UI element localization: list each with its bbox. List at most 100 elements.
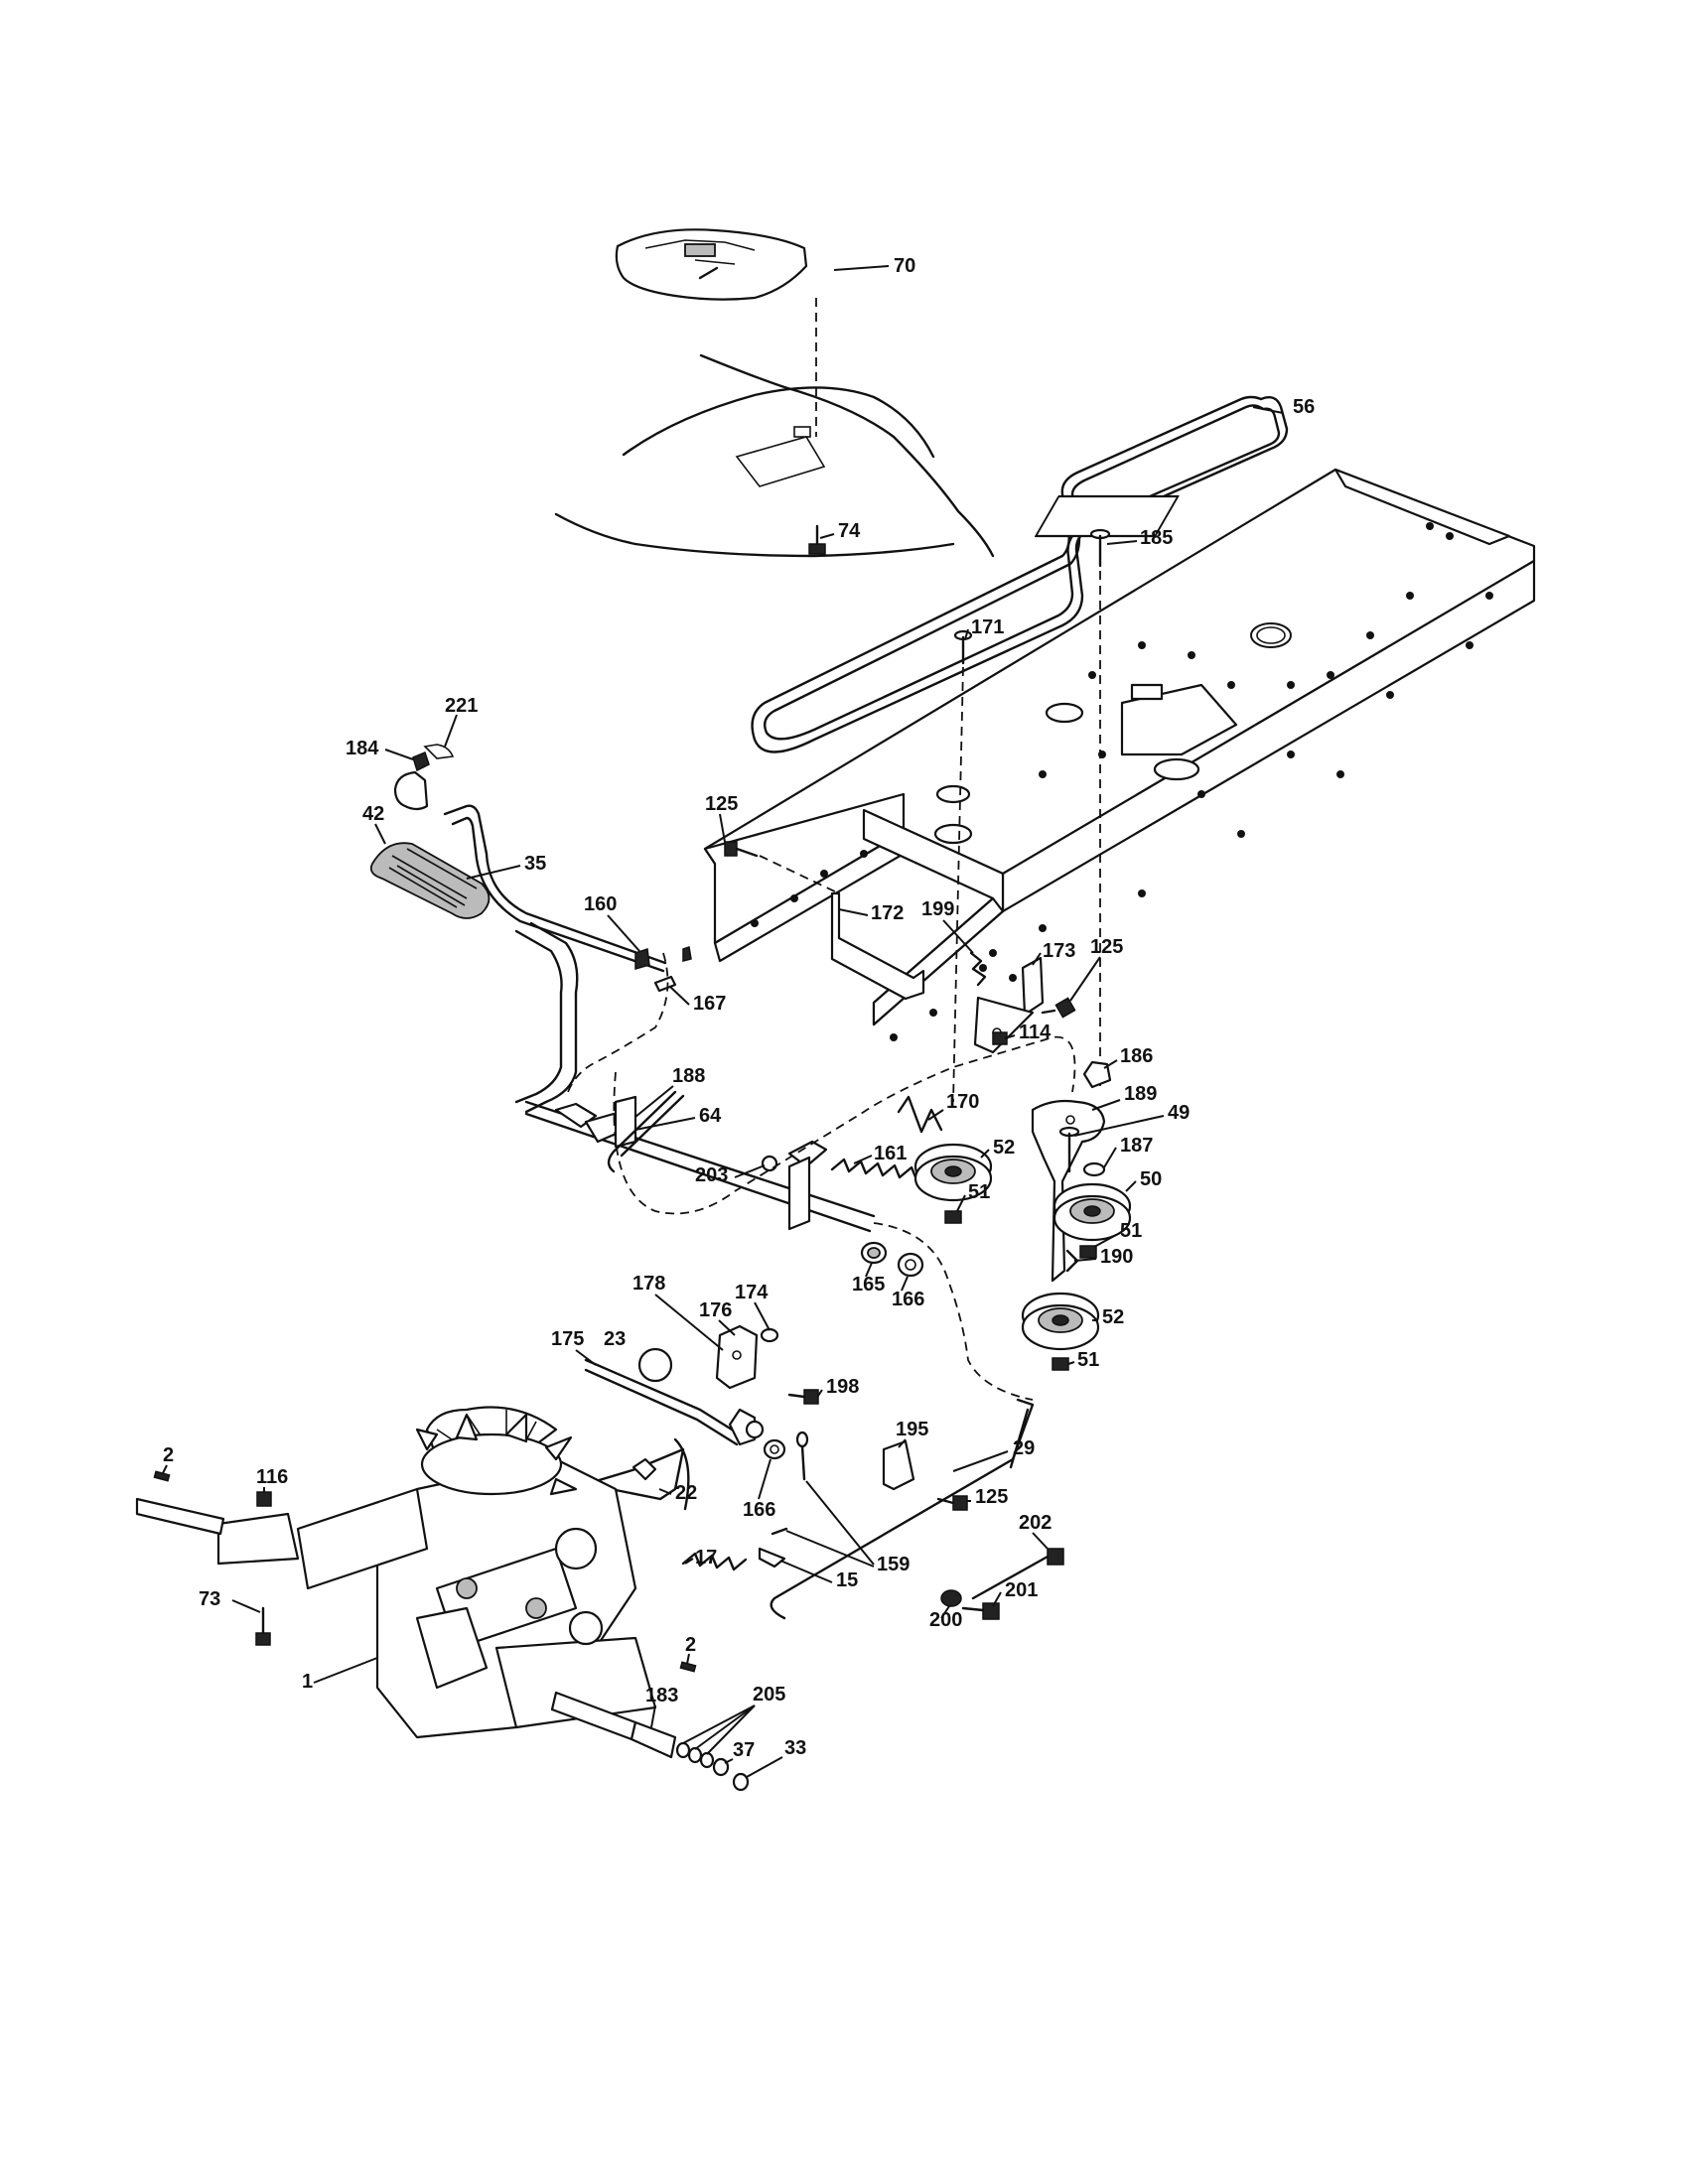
callout-221: 221	[445, 695, 478, 717]
callout-50: 50	[1140, 1168, 1162, 1190]
washer-187-part	[1082, 1161, 1106, 1177]
bracket-173-part	[973, 956, 1045, 1054]
washer-stack-205-part	[675, 1741, 715, 1769]
washer-174-part	[760, 1327, 779, 1343]
callout-165: 165	[852, 1274, 885, 1296]
bolt-198-part	[787, 1389, 819, 1405]
callout-49: 49	[1168, 1102, 1190, 1124]
callout-37: 37	[733, 1739, 755, 1761]
callout-17: 17	[695, 1547, 717, 1569]
screw-74-part	[808, 524, 826, 555]
callout-170: 170	[946, 1091, 979, 1113]
callout-70: 70	[894, 255, 915, 277]
pulley-50-part	[1052, 1182, 1132, 1242]
callout-171: 171	[971, 616, 1004, 638]
callout-56: 56	[1293, 396, 1315, 418]
callout-35: 35	[524, 853, 546, 875]
callout-183: 183	[645, 1685, 678, 1706]
callout-203: 203	[695, 1164, 728, 1186]
callout-64: 64	[699, 1105, 722, 1127]
retainer-33-part	[732, 1772, 750, 1792]
rod-175-part	[584, 1358, 742, 1446]
washer-166-part	[897, 1252, 924, 1278]
callout-2b: 2	[685, 1634, 696, 1656]
clip-221-part	[423, 744, 455, 759]
callout-114: 114	[1019, 1022, 1052, 1043]
callout-125a: 125	[705, 793, 738, 815]
pedal-42-part	[369, 842, 491, 919]
fan-part	[415, 1413, 578, 1496]
callout-125b: 125	[1090, 936, 1123, 958]
spring-199-part	[969, 951, 987, 987]
callout-1: 1	[302, 1671, 313, 1693]
callout-166a: 166	[892, 1289, 924, 1310]
callout-125c: 125	[975, 1486, 1008, 1508]
bolt-185-part	[1089, 528, 1111, 568]
callout-173: 173	[1043, 940, 1075, 962]
callout-186: 186	[1120, 1045, 1153, 1067]
callout-51a: 51	[968, 1181, 990, 1203]
callout-23: 23	[604, 1328, 626, 1350]
bolt-49-part	[1058, 1126, 1080, 1173]
callout-178: 178	[632, 1273, 665, 1295]
callout-labels: 70 56 74 185 171 221 184 125 42 35 172 1…	[162, 255, 1315, 1778]
callout-200: 200	[929, 1609, 962, 1631]
nut-200-part	[940, 1589, 962, 1607]
callout-42: 42	[362, 803, 384, 825]
callout-52b: 52	[1102, 1306, 1124, 1328]
seat-pan-part	[615, 228, 808, 301]
callout-195: 195	[896, 1419, 928, 1440]
fender-part	[554, 353, 995, 558]
main-frame-part	[703, 468, 1536, 1041]
callout-159: 159	[877, 1554, 910, 1575]
callout-187: 187	[1120, 1135, 1153, 1157]
callout-205: 205	[753, 1684, 785, 1706]
nut-51-lower-part	[1052, 1357, 1069, 1371]
bracket-203-part	[787, 1140, 828, 1231]
bolt-201-part	[961, 1602, 1000, 1620]
pin-15-part	[758, 1527, 788, 1569]
callout-202: 202	[1019, 1512, 1052, 1534]
callout-74: 74	[838, 520, 861, 542]
pedal-rod-part	[514, 921, 579, 1114]
eyebolt-159-part	[795, 1431, 809, 1481]
callout-116: 116	[256, 1466, 288, 1488]
nut-51-middle-part	[1079, 1245, 1097, 1259]
bracket-195-part	[882, 1439, 915, 1491]
spacer-183-part	[630, 1720, 677, 1759]
drive-belt-part	[751, 395, 1289, 753]
pulley-52-lower-part	[1021, 1292, 1100, 1351]
key-2-upper-part	[153, 1470, 171, 1482]
nut-114-part	[992, 1031, 1008, 1045]
washer-166-lower-part	[763, 1438, 786, 1460]
cap-184-part	[393, 751, 430, 811]
callout-199: 199	[921, 898, 954, 920]
axle-left-part	[135, 1497, 225, 1536]
callout-174: 174	[735, 1282, 769, 1303]
spring-161-part	[830, 1158, 918, 1181]
callout-2a: 2	[163, 1444, 174, 1466]
callout-185: 185	[1140, 527, 1173, 549]
nut-116-part	[256, 1491, 272, 1507]
callout-51b: 51	[1120, 1220, 1142, 1242]
bolt-202-part	[971, 1548, 1064, 1600]
callout-188: 188	[672, 1065, 705, 1087]
callout-73: 73	[199, 1588, 220, 1610]
bolt-125-right-part	[1041, 997, 1076, 1019]
lever-22-part	[584, 1437, 690, 1511]
bolt-73-part	[255, 1606, 271, 1646]
bracket-176-part	[715, 1324, 759, 1390]
callout-52a: 52	[993, 1137, 1015, 1159]
washer-37-part	[712, 1757, 730, 1777]
key-2-lower-part	[679, 1661, 697, 1673]
callout-198: 198	[826, 1376, 859, 1398]
cross-shaft-64-part	[524, 1095, 876, 1233]
bracket-172-part	[830, 891, 925, 1001]
callout-51c: 51	[1077, 1349, 1099, 1371]
callout-160: 160	[584, 893, 617, 915]
rod-29-part	[770, 1398, 1035, 1620]
callout-201: 201	[1005, 1579, 1038, 1601]
callout-172: 172	[871, 902, 904, 924]
spring-17-part	[681, 1552, 748, 1571]
